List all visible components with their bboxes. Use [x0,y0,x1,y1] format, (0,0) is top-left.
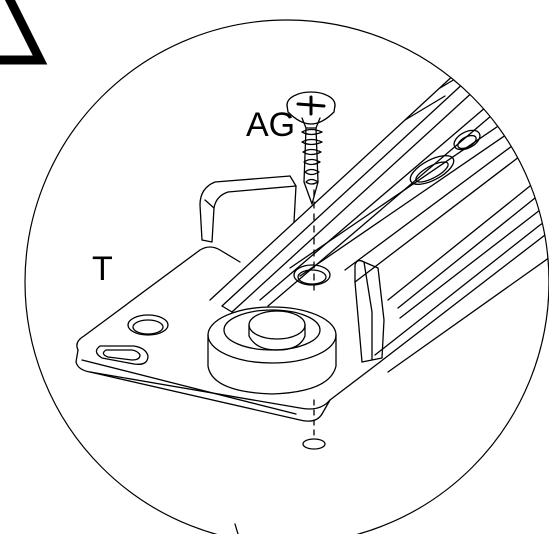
rail-hole-1 [453,129,481,151]
warning-triangle-icon [0,0,48,65]
rail-slot-1 [409,155,455,185]
floor-mark [302,438,326,450]
bracket-tab [199,175,297,243]
detail-circle [24,19,549,539]
screw-label: AG [246,106,295,144]
plate-hole [127,314,169,336]
bushing [207,306,337,395]
bracket-plate [75,246,381,422]
plate-slot [95,345,149,365]
part-label: T [92,250,113,288]
rail-hole-2 [293,264,331,286]
right-tab [354,259,385,363]
phillips-screw-icon [286,91,336,205]
